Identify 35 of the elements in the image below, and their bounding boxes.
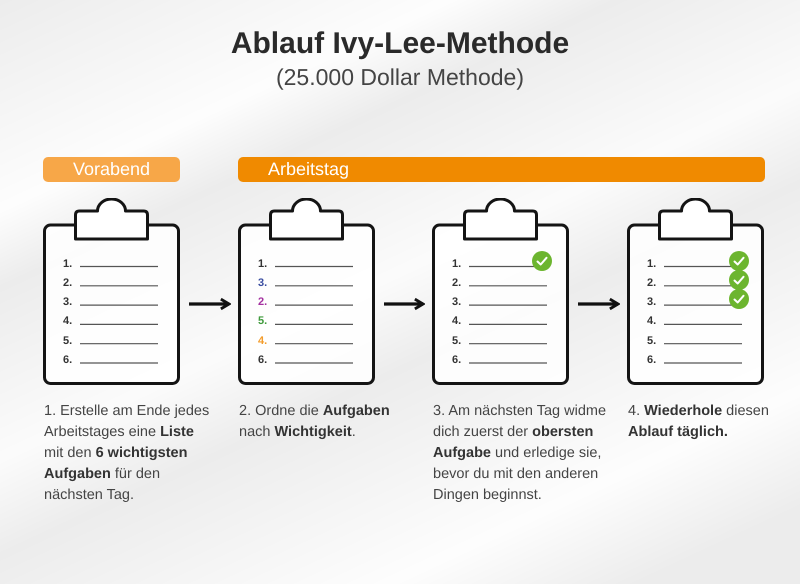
list-number: 6.	[63, 353, 72, 367]
list-number: 4.	[258, 334, 268, 348]
title: Ablauf Ivy-Lee-Methode	[230, 26, 570, 62]
list-number: 1.	[258, 256, 268, 270]
list-number: 3.	[452, 295, 462, 310]
phase-banner: Vorabend	[43, 157, 180, 182]
step-description: 3. Am nächsten Tag widme dich zuerst der obersten Aufgabe und erledige sie, bevor du mit den anderen Dingen beginnst.	[433, 402, 608, 505]
list-number: 2.	[647, 276, 656, 290]
arrow	[384, 298, 424, 310]
list-number: 3.	[647, 295, 656, 310]
list-number: 6.	[647, 353, 656, 367]
list-number: 4.	[452, 314, 462, 328]
arrow	[578, 298, 620, 310]
step-description: 4. Wiederhole diesen Ablauf täglich.	[628, 402, 770, 442]
phase-banner: Arbeitstag	[238, 157, 765, 182]
list-number: 6.	[452, 353, 462, 367]
list-number: 2.	[258, 295, 268, 310]
arrow	[189, 298, 230, 310]
list-number: 5.	[258, 314, 268, 328]
subtitle: (25.000 Dollar Methode)	[274, 63, 526, 91]
list-number: 5.	[452, 334, 462, 348]
list-number: 5.	[63, 334, 72, 348]
step-description: 2. Ordne die Aufgaben nach Wichtigkeit.	[239, 402, 391, 442]
list-number: 1.	[452, 256, 462, 270]
list-number: 1.	[647, 256, 656, 270]
list-number: 3.	[258, 276, 268, 290]
list-number: 4.	[647, 314, 656, 328]
list-number: 3.	[63, 295, 72, 310]
list-number: 4.	[63, 314, 72, 328]
list-number: 2.	[452, 276, 462, 290]
step-description: 1. Erstelle am Ende jedes Arbeitstages eine Liste mit den 6 wichtigsten Aufgaben für den nächsten Tag.	[44, 402, 210, 505]
list-number: 2.	[63, 276, 72, 290]
list-number: 6.	[258, 353, 268, 367]
list-number: 5.	[647, 334, 656, 348]
list-number: 1.	[63, 256, 72, 270]
